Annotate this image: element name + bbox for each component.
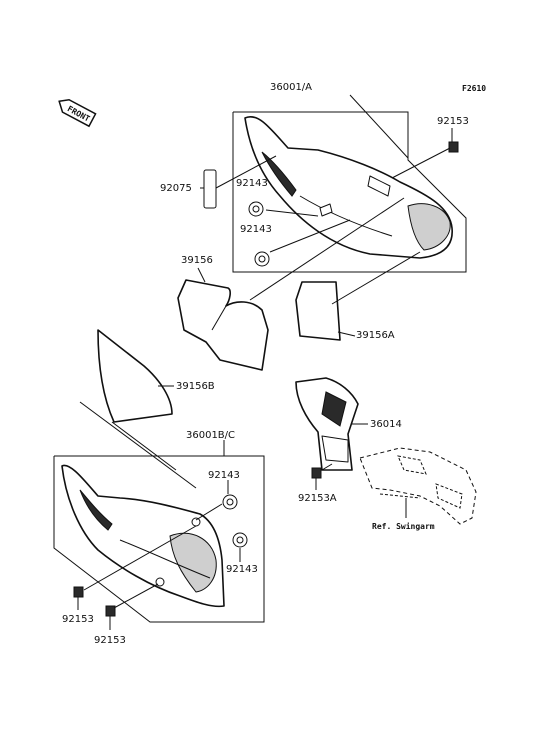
callout-92143-b: 92143 [240, 224, 272, 235]
callout-36001a: 36001/A [270, 82, 312, 93]
reference-note: Ref. Swingarm [372, 521, 435, 531]
sticker-39156a: 39156A [295, 251, 421, 341]
side-cover-upper [244, 115, 453, 259]
sticker-39156: 39156 [177, 197, 405, 371]
callout-92143-a: 92143 [236, 178, 268, 189]
callout-36001bc: 36001B/C [186, 430, 235, 441]
callout-36014: 36014 [370, 419, 402, 430]
callout-92143-c: 92143 [208, 470, 240, 481]
upper-cover-group: 36001/A [232, 82, 467, 273]
front-arrow-icon: FRONT [58, 98, 97, 128]
diagram-code: F2610 [462, 84, 486, 93]
guard-36014: 36014 [295, 377, 402, 471]
swingarm-reference: Ref. Swingarm [359, 447, 477, 531]
lower-cover-group: 36001B/C [53, 430, 265, 623]
damper-92143-upper-2: 92143 [240, 219, 351, 267]
damper-92143-lower-2: 92143 [226, 532, 258, 575]
bolt-92153-lower-1: 92153 [62, 525, 197, 625]
bolt-92153a: 92153A [298, 463, 337, 504]
callout-39156: 39156 [181, 255, 213, 266]
callout-92153-top: 92153 [437, 116, 469, 127]
callout-92153-lower-1: 92153 [62, 614, 94, 625]
callout-92153a: 92153A [298, 493, 337, 504]
callout-39156a: 39156A [356, 330, 395, 341]
callout-92153-lower-2: 92153 [94, 635, 126, 646]
side-cover-lower [61, 464, 225, 608]
bolt-92153-top: 92153 [391, 116, 469, 179]
callout-92075: 92075 [160, 183, 192, 194]
sticker-39156b: 39156B [97, 329, 215, 423]
bolt-92153-lower-2: 92153 [94, 583, 159, 646]
pad-92075: 92075 [160, 155, 277, 209]
callout-92143-d: 92143 [226, 564, 258, 575]
damper-92143-lower-1: 92143 [195, 470, 240, 521]
callout-39156b: 39156B [176, 381, 215, 392]
damper-92143-upper-1: 92143 [236, 178, 319, 217]
